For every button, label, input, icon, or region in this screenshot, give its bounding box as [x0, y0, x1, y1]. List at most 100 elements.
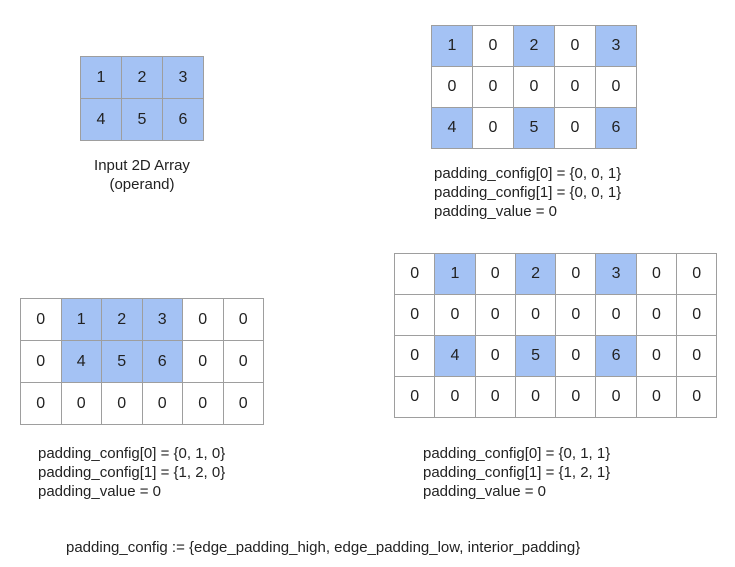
input-caption-line: (operand) [109, 176, 175, 193]
grid-cell: 0 [20, 298, 62, 341]
config-line: padding_config[1] = {1, 2, 0} [38, 464, 226, 481]
grid-cell: 4 [60, 340, 102, 383]
grid-cell: 0 [555, 253, 597, 295]
grid-cell: 0 [555, 294, 597, 336]
config-line: padding_config[0] = {0, 1, 0} [38, 445, 226, 462]
grid-cell: 2 [121, 56, 163, 99]
config-line: padding_config[1] = {1, 2, 1} [423, 464, 611, 481]
grid-cell: 5 [101, 340, 143, 383]
grid-cell: 0 [472, 107, 514, 149]
grid-cell: 0 [472, 25, 514, 67]
grid-cell: 0 [676, 335, 718, 377]
grid-cell: 0 [555, 376, 597, 418]
grid-cell: 0 [393, 253, 436, 295]
grid-cell: 0 [474, 253, 516, 295]
grid-cell: 0 [555, 335, 597, 377]
grid-cell: 1 [80, 56, 122, 99]
interior-padding-config: padding_config[0] = {0, 0, 1} padding_co… [434, 164, 621, 221]
grid-cell: 0 [595, 376, 637, 418]
grid-cell: 5 [513, 107, 555, 149]
grid-cell: 0 [676, 376, 718, 418]
grid-cell: 4 [80, 98, 122, 141]
grid-cell: 0 [182, 382, 224, 425]
grid-cell: 0 [554, 25, 596, 67]
grid-cell: 0 [222, 382, 264, 425]
grid-cell: 6 [595, 335, 637, 377]
grid-cell: 3 [141, 298, 183, 341]
grid-cell: 0 [595, 294, 637, 336]
grid-cell: 1 [434, 253, 476, 295]
grid-cell: 5 [514, 335, 557, 377]
grid-cell: 0 [393, 335, 436, 377]
grid-cell: 0 [101, 382, 143, 425]
grid-cell: 0 [20, 382, 62, 425]
grid-cell: 0 [434, 294, 476, 336]
config-line: padding_value = 0 [434, 203, 558, 220]
grid-cell: 4 [434, 335, 476, 377]
grid-cell: 0 [222, 298, 264, 341]
config-line: padding_value = 0 [423, 483, 547, 500]
grid-cell: 1 [431, 25, 473, 67]
grid-cell: 6 [141, 340, 183, 383]
grid-cell: 0 [514, 294, 557, 336]
grid-cell: 0 [513, 66, 555, 108]
grid-cell: 0 [554, 107, 596, 149]
grid-cell: 1 [60, 298, 102, 341]
config-line: padding_config[0] = {0, 0, 1} [434, 165, 622, 182]
grid-cell: 2 [513, 25, 555, 67]
grid-cell: 0 [474, 335, 516, 377]
grid-cell: 2 [514, 253, 557, 295]
grid-cell: 0 [635, 335, 678, 377]
grid-cell: 0 [393, 376, 436, 418]
grid-cell: 6 [162, 98, 204, 141]
input-array-caption: Input 2D Array (operand) [68, 156, 216, 194]
grid-cell: 0 [514, 376, 557, 418]
grid-cell: 0 [635, 253, 678, 295]
grid-cell: 0 [222, 340, 264, 383]
config-line: padding_value = 0 [38, 483, 162, 500]
edge-padding-config: padding_config[0] = {0, 1, 0} padding_co… [38, 444, 225, 501]
grid-cell: 0 [182, 298, 224, 341]
grid-cell: 0 [60, 382, 102, 425]
grid-cell: 0 [635, 376, 678, 418]
grid-cell: 0 [474, 376, 516, 418]
grid-cell: 6 [595, 107, 637, 149]
grid-cell: 4 [431, 107, 473, 149]
edge-and-interior-padding-config: padding_config[0] = {0, 1, 1} padding_co… [423, 444, 610, 501]
grid-cell: 0 [472, 66, 514, 108]
grid-cell: 0 [595, 66, 637, 108]
grid-cell: 2 [101, 298, 143, 341]
grid-cell: 0 [431, 66, 473, 108]
grid-cell: 0 [676, 253, 718, 295]
grid-cell: 0 [434, 376, 476, 418]
grid-cell: 3 [595, 25, 637, 67]
grid-cell: 0 [393, 294, 436, 336]
grid-cell: 0 [635, 294, 678, 336]
grid-cell: 3 [595, 253, 637, 295]
padding-config-definition: padding_config := {edge_padding_high, ed… [66, 539, 581, 556]
grid-cell: 0 [20, 340, 62, 383]
grid-cell: 0 [554, 66, 596, 108]
input-caption-line: Input 2D Array [94, 157, 190, 174]
config-line: padding_config[0] = {0, 1, 1} [423, 445, 611, 462]
grid-cell: 5 [121, 98, 163, 141]
grid-cell: 0 [182, 340, 224, 383]
grid-cell: 3 [162, 56, 204, 99]
config-line: padding_config[1] = {0, 0, 1} [434, 184, 622, 201]
grid-cell: 0 [474, 294, 516, 336]
